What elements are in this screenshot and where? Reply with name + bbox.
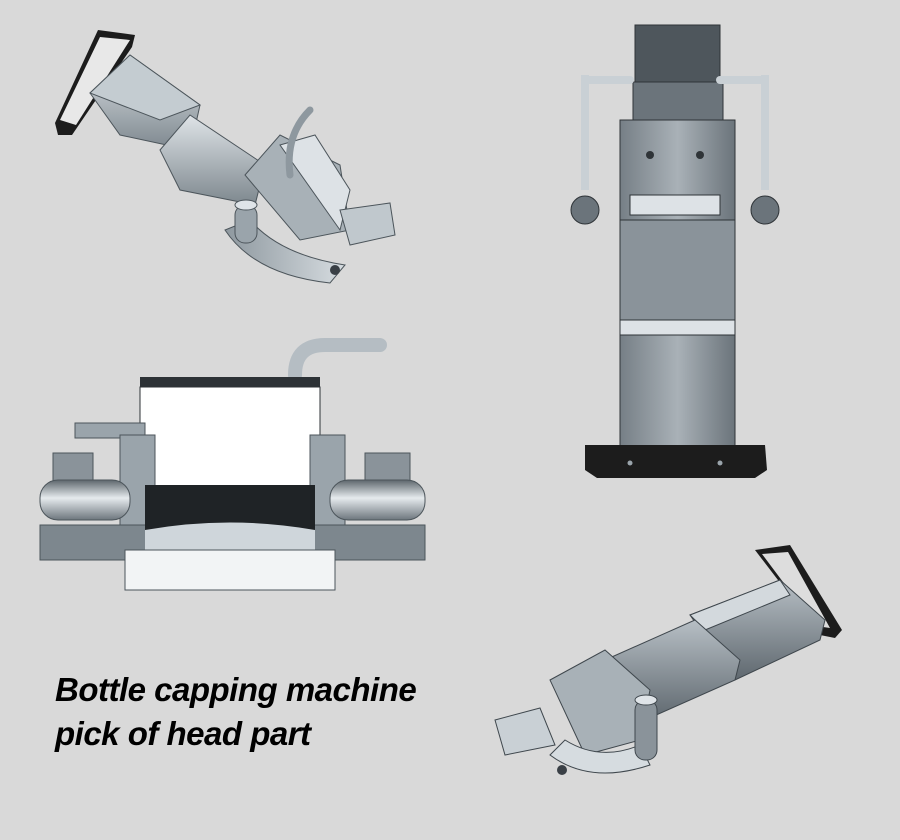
arm-segment — [619, 334, 736, 451]
gripper-finger — [494, 707, 556, 756]
top-blade — [634, 24, 721, 86]
cylinder — [634, 699, 658, 761]
caption: Bottle capping machine pick of head part — [55, 668, 485, 756]
gripper-finger — [339, 202, 396, 246]
right-rod — [329, 479, 426, 521]
front-view — [570, 24, 780, 478]
face-plate — [139, 386, 321, 488]
caption-line-1: Bottle capping machine — [55, 671, 417, 708]
base-plate — [585, 445, 767, 478]
isometric-view-lower-right — [494, 545, 842, 775]
top-view — [39, 338, 426, 591]
cylinder — [234, 204, 258, 244]
handle-lever — [285, 106, 314, 179]
bottom-jaw — [124, 549, 336, 591]
lower-arm — [619, 219, 736, 331]
left-knob — [570, 195, 600, 225]
right-knob — [750, 195, 780, 225]
left-rod — [39, 479, 131, 521]
isometric-view-upper-left — [55, 30, 396, 284]
bent-rod — [288, 338, 387, 382]
caption-line-2: pick of head part — [55, 715, 311, 752]
